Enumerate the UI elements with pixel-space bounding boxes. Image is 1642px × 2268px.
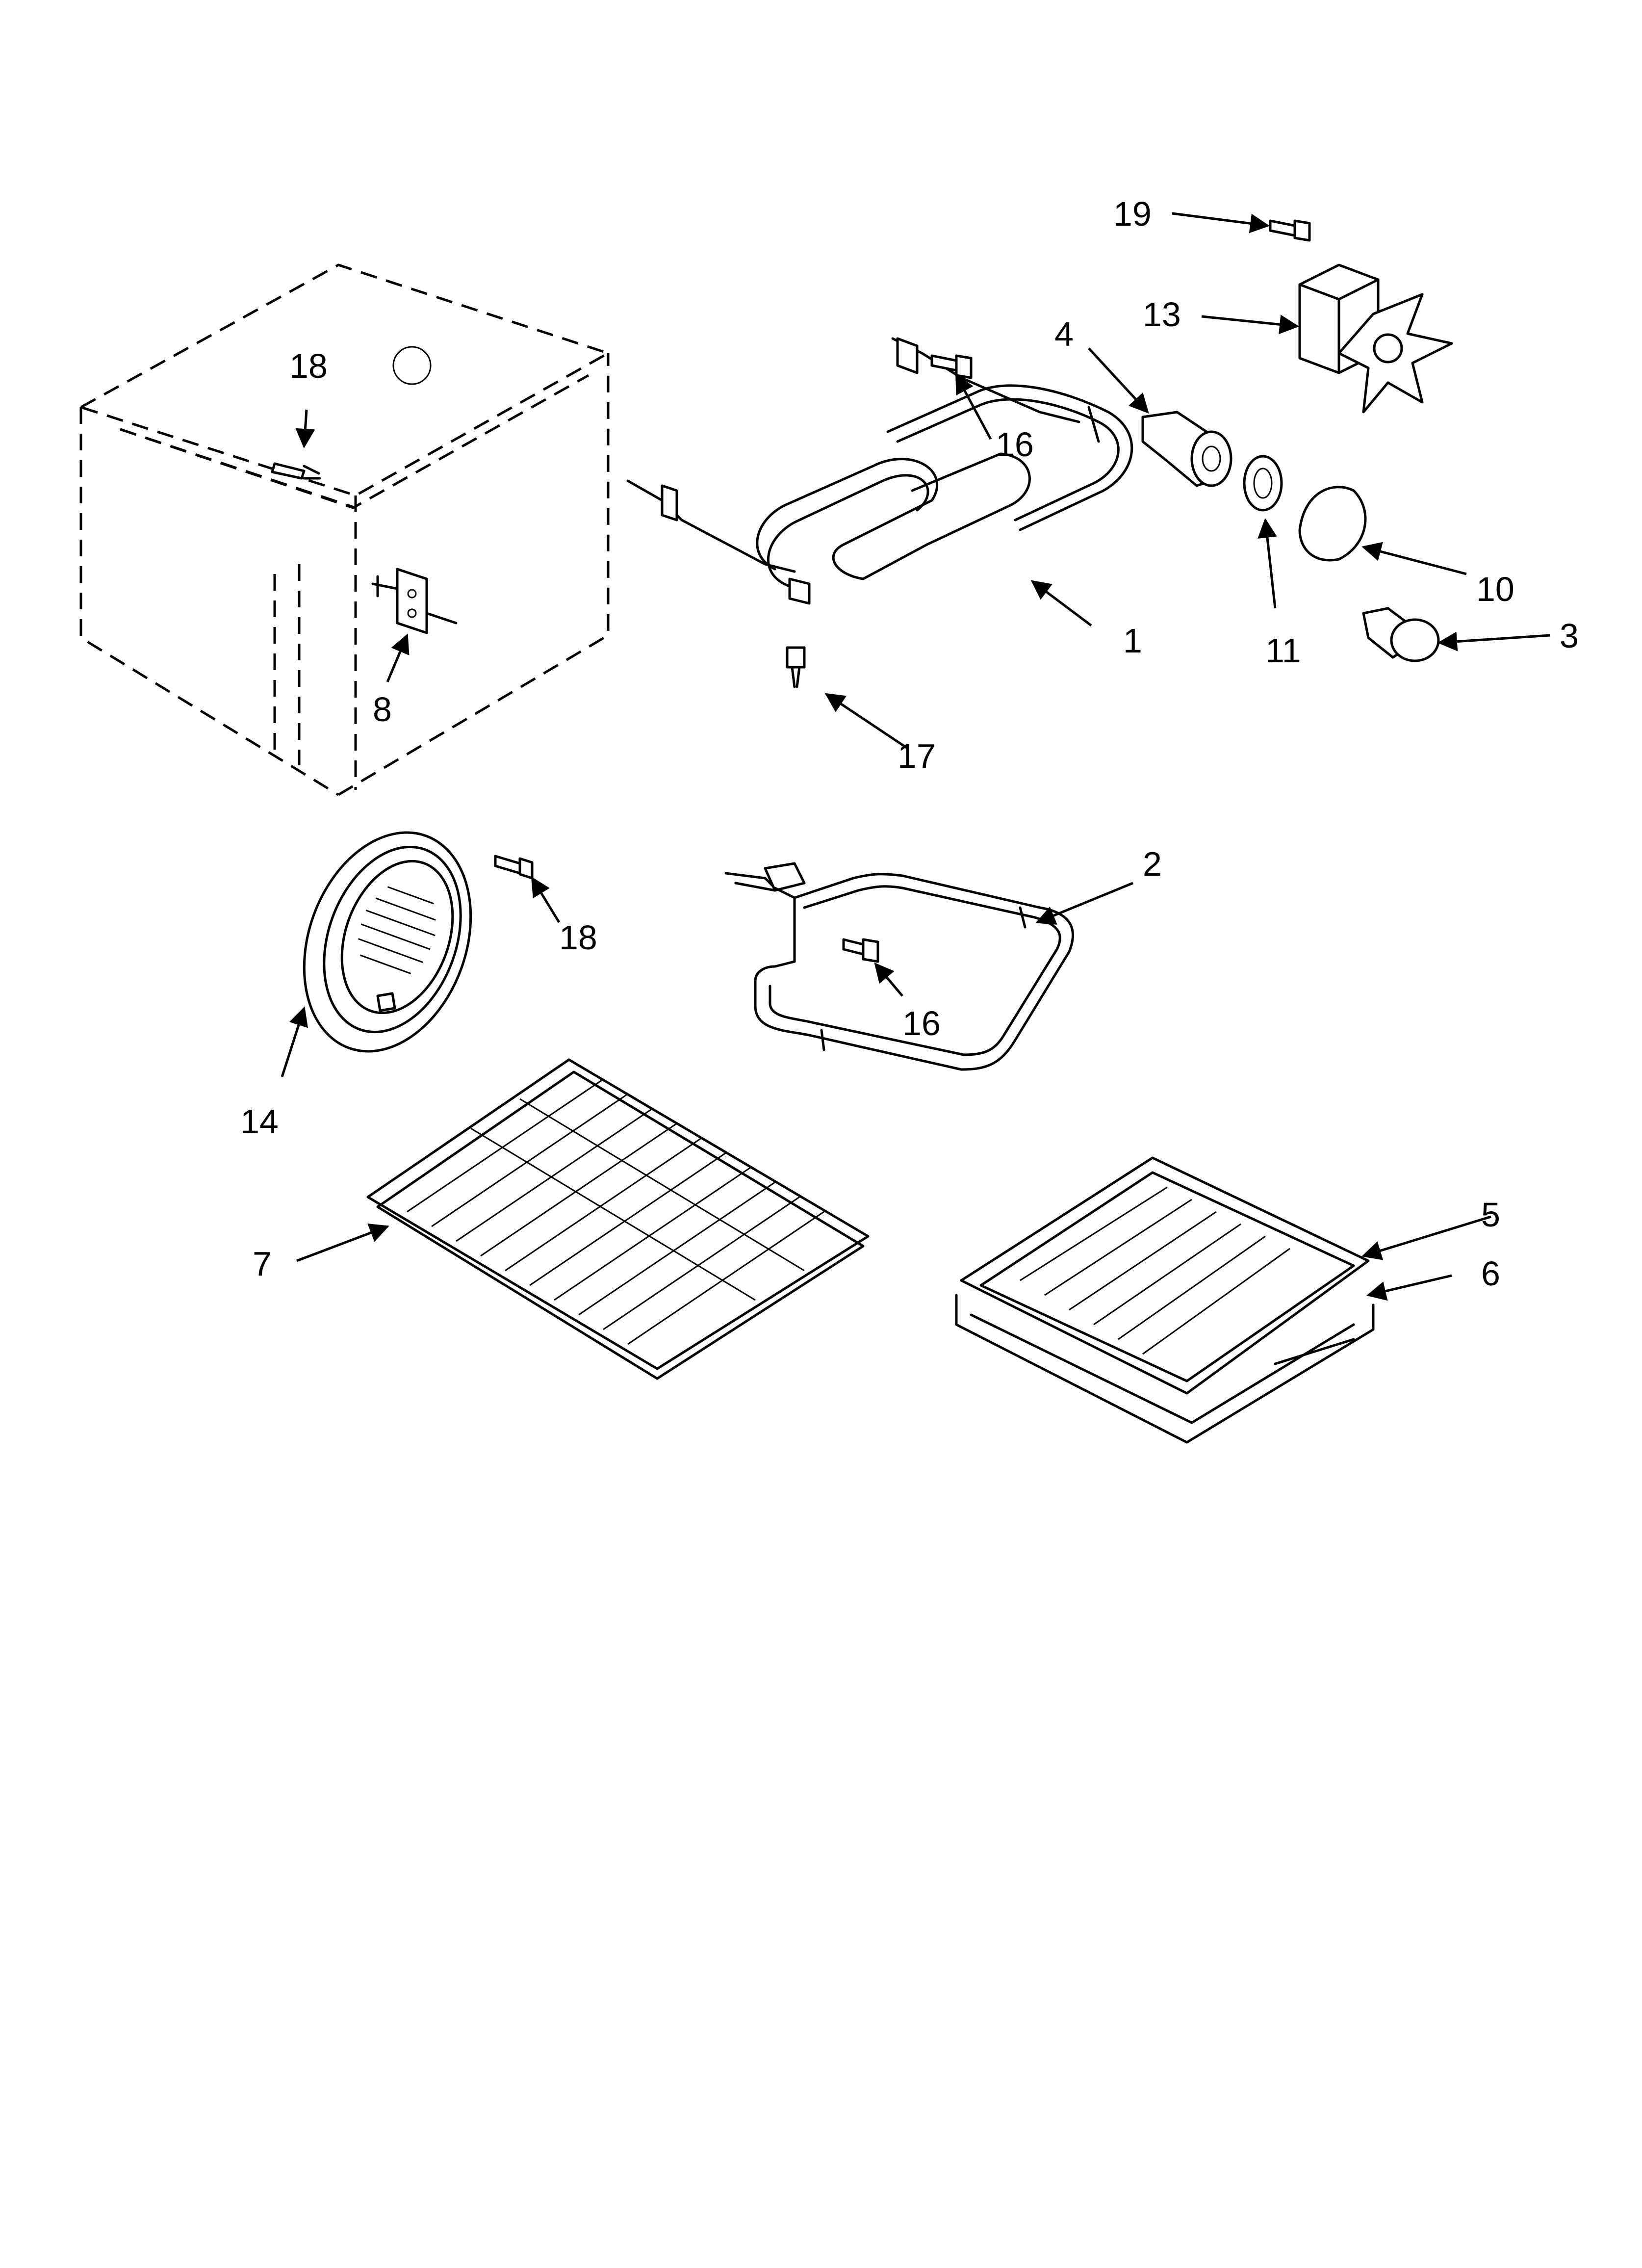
callout-7: 7	[253, 1245, 272, 1283]
oven-rack-7	[366, 1058, 870, 1380]
lamp-cover-10	[1298, 486, 1367, 562]
lamp-socket-4	[1141, 411, 1232, 487]
screw-18-lower	[494, 855, 534, 880]
callout-6: 6	[1481, 1254, 1500, 1293]
broil-element-1	[626, 337, 1133, 605]
bracket-8	[371, 568, 458, 634]
callout-18-lower: 18	[559, 918, 597, 957]
gasket-11	[1243, 455, 1283, 512]
callout-8: 8	[373, 690, 392, 729]
broiler-grid-5	[960, 1156, 1370, 1395]
callout-4: 4	[1054, 315, 1074, 353]
callout-1: 1	[1123, 622, 1142, 660]
callout-17: 17	[898, 737, 936, 775]
screw-17	[786, 646, 806, 688]
fan-cover-14	[303, 831, 472, 1053]
broiler-pan-6	[955, 1294, 1375, 1444]
bake-element-2	[724, 862, 1074, 1071]
fan-motor-13	[1298, 263, 1453, 414]
callout-3: 3	[1560, 617, 1579, 655]
oven-cavity-outline	[77, 263, 612, 796]
screw-18-upper	[271, 462, 321, 480]
callout-5: 5	[1481, 1196, 1500, 1234]
callout-18-upper: 18	[289, 347, 328, 385]
callout-14: 14	[240, 1102, 279, 1141]
callout-13: 13	[1143, 295, 1181, 334]
callout-11: 11	[1265, 631, 1301, 670]
screw-19	[1269, 219, 1311, 242]
screw-16-upper	[930, 354, 973, 379]
callout-10: 10	[1476, 570, 1514, 608]
callout-19: 19	[1113, 195, 1152, 233]
callout-16-upper: 16	[996, 425, 1034, 464]
callout-16-lower: 16	[902, 1004, 941, 1043]
screw-16-lower	[842, 938, 879, 963]
callout-2: 2	[1143, 845, 1162, 883]
bulb-3	[1362, 607, 1440, 662]
leader-lines	[281, 212, 1550, 1301]
